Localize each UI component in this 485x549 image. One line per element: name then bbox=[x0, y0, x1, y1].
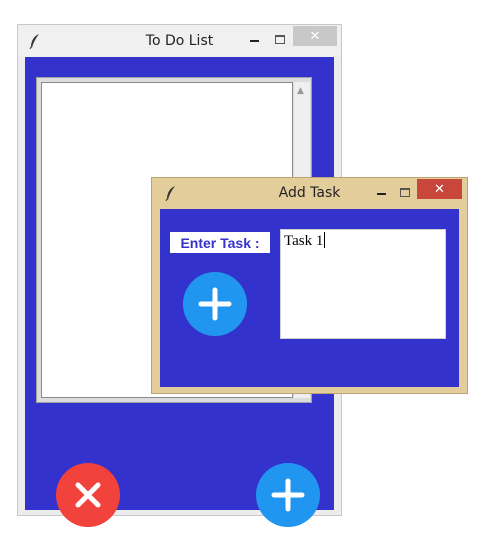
x-icon bbox=[75, 482, 101, 508]
close-button[interactable]: ✕ bbox=[293, 26, 337, 46]
minimize-icon bbox=[249, 40, 259, 42]
plus-icon bbox=[271, 478, 305, 512]
minimize-icon bbox=[376, 193, 386, 195]
open-add-task-button[interactable] bbox=[256, 463, 320, 527]
enter-task-label: Enter Task : bbox=[170, 232, 270, 253]
add-task-dialog: Add Task ✕ Enter Task : Task 1 bbox=[151, 177, 468, 394]
task-input[interactable]: Task 1 bbox=[280, 229, 446, 339]
dialog-titlebar[interactable]: Add Task ✕ bbox=[152, 178, 467, 210]
maximize-icon bbox=[275, 34, 285, 44]
dialog-body: Enter Task : Task 1 bbox=[160, 209, 459, 387]
feather-icon bbox=[29, 34, 39, 49]
plus-icon bbox=[198, 287, 232, 321]
main-titlebar[interactable]: To Do List ✕ bbox=[18, 25, 341, 57]
dialog-maximize-button[interactable] bbox=[395, 182, 415, 202]
dialog-close-button[interactable]: ✕ bbox=[417, 179, 462, 199]
maximize-button[interactable] bbox=[270, 29, 290, 49]
add-task-button[interactable] bbox=[183, 272, 247, 336]
dialog-minimize-button[interactable] bbox=[370, 184, 392, 204]
delete-task-button[interactable] bbox=[56, 463, 120, 527]
minimize-button[interactable] bbox=[243, 31, 265, 51]
dialog-title: Add Task bbox=[278, 185, 341, 201]
main-window-title: To Do List bbox=[145, 33, 214, 49]
task-input-text: Task 1 bbox=[284, 233, 324, 249]
maximize-icon bbox=[400, 187, 410, 197]
feather-icon bbox=[165, 186, 175, 201]
text-caret bbox=[324, 232, 326, 248]
scroll-up-icon[interactable]: ▲ bbox=[297, 86, 304, 96]
